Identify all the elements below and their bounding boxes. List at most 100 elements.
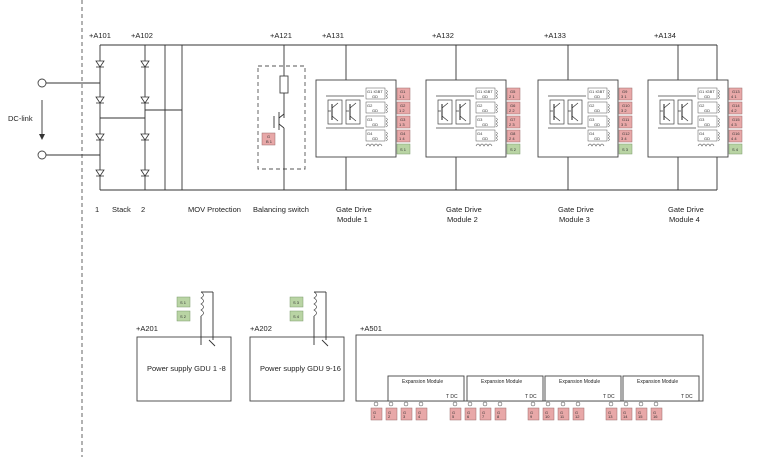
designator-a101: +A101 <box>89 31 111 40</box>
svg-text:8: 8 <box>497 414 500 419</box>
svg-text:GD: GD <box>594 108 600 113</box>
svg-text:GD: GD <box>704 108 710 113</box>
inductor-icon <box>587 143 605 147</box>
supply-tag <box>176 310 191 322</box>
power-supply-box <box>249 336 345 402</box>
expansion-tdc-label: T DC <box>603 394 615 400</box>
svg-text:G: G <box>388 410 391 415</box>
expansion-module-box <box>622 375 700 402</box>
svg-text:G: G <box>530 410 533 415</box>
svg-text:S 1: S 1 <box>400 147 407 152</box>
balancing-switch-box <box>257 65 306 170</box>
gate-slot <box>365 115 386 128</box>
svg-text:2 1: 2 1 <box>509 94 515 99</box>
expansion-tag <box>572 407 585 421</box>
expansion-tag <box>620 407 633 421</box>
svg-text:5: 5 <box>452 414 455 419</box>
gate-slot-label: G1 IGBT <box>477 89 493 94</box>
power-supply-2: Power supply GDU 9-16S 3S 4 <box>249 291 345 402</box>
gate-slot-label: G3 <box>589 117 595 122</box>
designator-a133: +A133 <box>544 31 566 40</box>
gate-slot-label: G3 <box>367 117 373 122</box>
svg-text:G: G <box>638 410 641 415</box>
gate-tag-label: G1 <box>400 89 406 94</box>
svg-text:15: 15 <box>638 414 643 419</box>
svg-text:GD: GD <box>704 136 710 141</box>
module-caption-line2: Module 3 <box>559 215 590 224</box>
gate-slot-label: G1 IGBT <box>367 89 383 94</box>
gate-tag <box>506 87 521 101</box>
gate-tag <box>506 101 521 115</box>
designator-a501: +A501 <box>360 324 382 333</box>
gate-slot-label: G4 <box>589 131 595 136</box>
svg-text:4 1: 4 1 <box>731 94 737 99</box>
gate-slot-label: G2 <box>477 103 483 108</box>
svg-text:4 4: 4 4 <box>731 136 737 141</box>
expansion-tag <box>464 407 477 421</box>
gate-slot <box>697 129 718 142</box>
power-tag <box>506 143 521 155</box>
svg-text:G: G <box>623 410 626 415</box>
gate-slot-label: G4 <box>477 131 483 136</box>
svg-text:1: 1 <box>373 414 376 419</box>
gate-slot-label: G2 <box>699 103 705 108</box>
supply-tag <box>176 296 191 308</box>
svg-text:GD: GD <box>704 94 710 99</box>
svg-text:GD: GD <box>372 122 378 127</box>
svg-text:G: G <box>403 410 406 415</box>
svg-text:S 2: S 2 <box>180 314 187 319</box>
dc-link-label: DC-link <box>8 114 33 123</box>
expansion-module-box <box>544 375 622 402</box>
svg-text:4: 4 <box>418 414 421 419</box>
gate-slot <box>475 129 496 142</box>
svg-text:GD: GD <box>372 136 378 141</box>
expansion-tag <box>494 407 507 421</box>
expansion-tdc-label: T DC <box>525 394 537 400</box>
inductor-icon <box>365 143 383 147</box>
svg-text:GD: GD <box>594 136 600 141</box>
expansion-module-label: Expansion Module <box>637 379 678 385</box>
expansion-tdc-label: T DC <box>681 394 693 400</box>
gate-slot-label: G2 <box>589 103 595 108</box>
module-caption-line2: Module 1 <box>337 215 368 224</box>
svg-text:13: 13 <box>608 414 613 419</box>
svg-text:3 1: 3 1 <box>621 94 627 99</box>
inductor-icon <box>475 143 493 147</box>
caption-balancing: Balancing switch <box>253 205 309 214</box>
expansion-tag <box>479 407 492 421</box>
gate-tag <box>396 87 411 101</box>
expansion-module-box <box>387 375 465 402</box>
gate-tag-label: G7 <box>510 117 516 122</box>
gate-slot <box>365 87 386 100</box>
dc-plus-terminal <box>37 78 47 88</box>
gate-tag <box>396 115 411 129</box>
gate-slot-label: G2 <box>367 103 373 108</box>
svg-text:2 2: 2 2 <box>509 108 515 113</box>
svg-text:G: G <box>560 410 563 415</box>
gate-slot <box>697 115 718 128</box>
svg-text:12: 12 <box>575 414 580 419</box>
gate-slot <box>587 129 608 142</box>
caption-mov: MOV Protection <box>188 205 241 214</box>
gate-tag <box>618 87 633 101</box>
expansion-tag <box>542 407 555 421</box>
svg-text:S 4: S 4 <box>293 314 300 319</box>
expansion-module-box <box>466 375 544 402</box>
gate-tag-label: G15 <box>732 117 740 122</box>
svg-text:G: G <box>608 410 611 415</box>
supply-tag <box>289 310 304 322</box>
gate-slot-label: G3 <box>477 117 483 122</box>
svg-text:6: 6 <box>467 414 470 419</box>
stack-left-num: 1 <box>95 205 99 214</box>
svg-text:S 2: S 2 <box>510 147 517 152</box>
svg-text:2 4: 2 4 <box>509 136 515 141</box>
gate-tag-label: G6 <box>510 103 516 108</box>
